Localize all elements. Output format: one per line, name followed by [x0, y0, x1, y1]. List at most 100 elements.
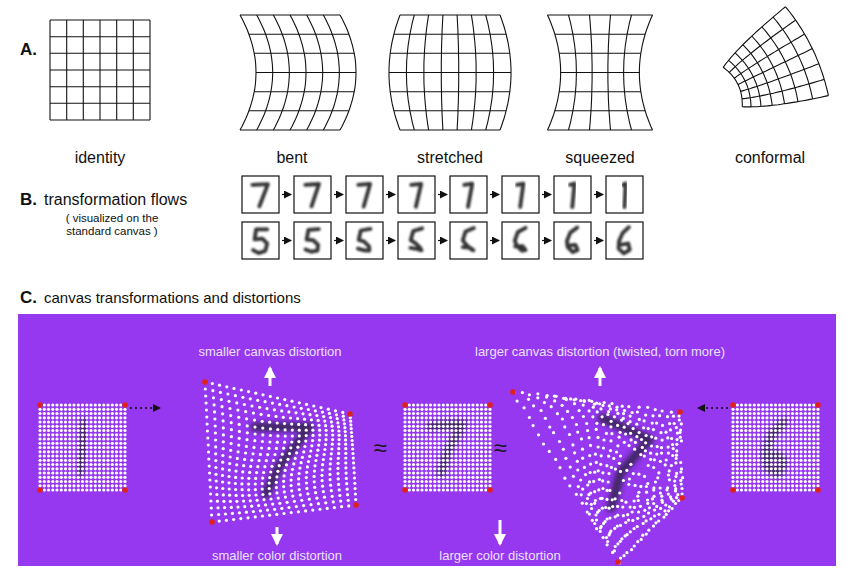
- canvas-dot: [476, 463, 479, 466]
- canvas-dot: [85, 433, 88, 436]
- canvas-dot: [471, 454, 474, 457]
- canvas-dot: [408, 442, 411, 445]
- canvas-dot: [740, 480, 743, 483]
- canvas-dot: [425, 454, 428, 457]
- canvas-dot: [619, 524, 622, 527]
- canvas-dot: [634, 441, 637, 444]
- canvas-dot: [454, 442, 457, 445]
- canvas-dot: [309, 449, 312, 452]
- canvas-dot: [566, 410, 569, 413]
- canvas-dot: [450, 450, 453, 453]
- canvas-dot: [85, 463, 88, 466]
- canvas-dot: [731, 446, 734, 449]
- canvas-dot: [408, 476, 411, 479]
- canvas-dot: [412, 459, 415, 462]
- canvas-dot: [454, 408, 457, 411]
- canvas-dot: [55, 408, 58, 411]
- canvas-dot: [420, 480, 423, 483]
- canvas-dot: [736, 416, 739, 419]
- canvas-dot: [337, 462, 340, 465]
- canvas-dot: [633, 506, 636, 509]
- canvas-dot: [328, 468, 331, 471]
- canvas-dot: [744, 403, 747, 406]
- canvas-dot: [412, 408, 415, 411]
- canvas-dot: [620, 499, 623, 502]
- canvas-dot: [72, 480, 75, 483]
- canvas-dot: [102, 437, 105, 440]
- canvas-dot: [94, 420, 97, 423]
- canvas-dot: [753, 403, 756, 406]
- canvas-dot: [563, 477, 566, 480]
- canvas-dot: [60, 416, 63, 419]
- canvas-dot: [463, 403, 466, 406]
- canvas-dot: [433, 488, 436, 491]
- canvas-dot: [595, 518, 598, 521]
- canvas-dot: [245, 417, 248, 420]
- canvas-dot: [327, 408, 330, 411]
- grid-line: [50, 36, 150, 37]
- canvas-dot: [674, 489, 677, 492]
- canvas-dot: [484, 467, 487, 470]
- canvas-dot: [115, 467, 118, 470]
- canvas-dot: [420, 488, 423, 491]
- canvas-dot: [416, 442, 419, 445]
- canvas-dot: [60, 488, 63, 491]
- canvas-dot: [416, 484, 419, 487]
- canvas-dot: [606, 517, 609, 520]
- canvas-dot: [463, 429, 466, 432]
- canvas-dot: [744, 442, 747, 445]
- canvas-dot: [119, 403, 122, 406]
- canvas-dot: [564, 457, 567, 460]
- canvas-dot: [454, 437, 457, 440]
- grid-line: [256, 72, 356, 73]
- canvas-dot: [480, 480, 483, 483]
- canvas-dot: [323, 453, 326, 456]
- canvas-dot: [652, 428, 655, 431]
- canvas-dot: [403, 446, 406, 449]
- canvas-dot: [480, 416, 483, 419]
- canvas-dot: [322, 415, 325, 418]
- canvas-dot: [123, 412, 126, 415]
- canvas-dot: [425, 408, 428, 411]
- canvas-dot: [668, 505, 671, 508]
- canvas-dot: [425, 425, 428, 428]
- canvas-dot: [437, 416, 440, 419]
- canvas-dot: [471, 425, 474, 428]
- canvas-dot: [429, 450, 432, 453]
- canvas-dot: [81, 454, 84, 457]
- canvas-dot: [119, 433, 122, 436]
- canvas-dot: [748, 403, 751, 406]
- digit-box: [554, 176, 591, 213]
- canvas-dot: [467, 416, 470, 419]
- canvas-dot: [736, 433, 739, 436]
- canvas-dot: [609, 530, 612, 533]
- canvas-dot: [672, 415, 675, 418]
- canvas-dot: [111, 425, 114, 428]
- canvas-dot: [280, 507, 283, 510]
- canvas-dot: [476, 408, 479, 411]
- canvas-dot: [264, 400, 267, 403]
- canvas-dot: [314, 409, 317, 412]
- canvas-dot: [627, 444, 630, 447]
- canvas-dot: [446, 408, 449, 411]
- purple-panel: [18, 314, 836, 566]
- canvas-dot: [588, 399, 591, 402]
- standard-canvas: [730, 402, 821, 493]
- canvas-dot: [55, 450, 58, 453]
- canvas-dot: [254, 392, 257, 395]
- grid-line: [741, 64, 819, 92]
- canvas-dot: [98, 416, 101, 419]
- canvas-dot: [568, 484, 571, 487]
- canvas-dot: [308, 498, 311, 501]
- canvas-dot: [89, 454, 92, 457]
- canvas-dot: [616, 542, 619, 545]
- canvas-dot: [249, 397, 252, 400]
- canvas-dot: [450, 416, 453, 419]
- canvas-dot: [446, 454, 449, 457]
- canvas-dot: [208, 478, 211, 481]
- canvas-dot: [273, 508, 276, 511]
- canvas-dot: [602, 438, 605, 441]
- canvas-dot: [651, 497, 654, 500]
- canvas-dot: [583, 400, 586, 403]
- canvas-dot: [459, 412, 462, 415]
